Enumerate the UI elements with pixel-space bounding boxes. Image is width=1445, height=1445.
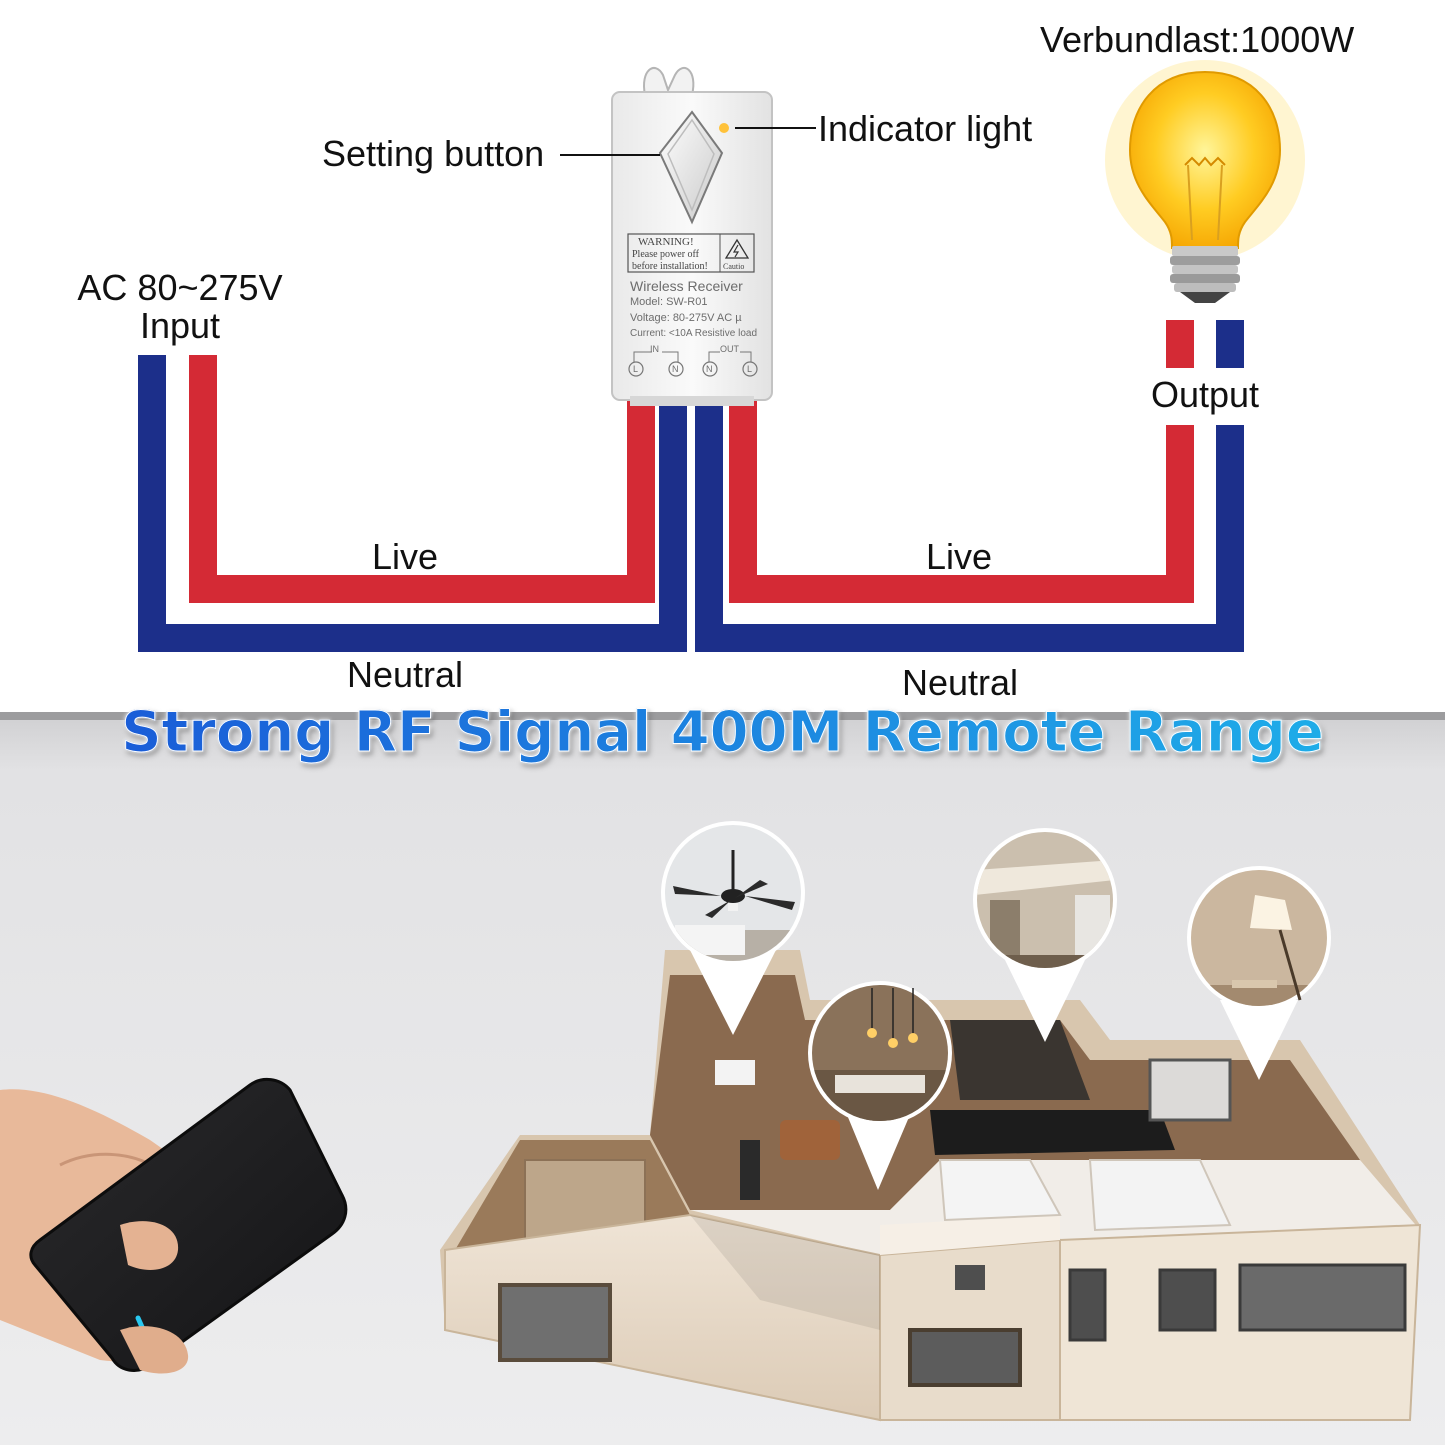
load-rating-label: Verbundlast:1000W — [1040, 19, 1355, 60]
receiver-name: Wireless Receiver — [630, 278, 743, 294]
room-pin-ceiling-light — [973, 828, 1117, 1042]
pendant-lamp-icon — [867, 988, 918, 1048]
window — [498, 1283, 612, 1362]
receiver-model: Model: SW-R01 — [630, 296, 708, 308]
terminal-label: L — [747, 364, 753, 374]
fan-icon — [673, 850, 795, 918]
neutral-label-left: Neutral — [346, 654, 464, 695]
live-wire-right — [729, 400, 1194, 603]
receiver-in-label: IN — [650, 344, 659, 354]
terminal-label: N — [706, 364, 713, 374]
input-label: Input — [139, 305, 221, 346]
live-wire-left — [189, 355, 655, 603]
warning-triangle-icon — [724, 238, 750, 259]
remote-body — [29, 1077, 348, 1372]
neutral-label-right: Neutral — [901, 662, 1019, 703]
window — [908, 1328, 1022, 1387]
receiver-warning-line2: before installation! — [632, 261, 708, 272]
indicator-light-label: Indicator light — [818, 108, 1033, 149]
house-cutaway — [440, 950, 1422, 1422]
setting-button — [658, 110, 724, 225]
receiver-warning-title: WARNING! — [638, 236, 694, 248]
live-label-right: Live — [925, 536, 993, 577]
headline-banner: Strong RF Signal 400M Remote Range — [0, 700, 1445, 766]
terminal-in-n — [668, 361, 684, 377]
warning-box — [627, 233, 755, 273]
light-bulb-icon — [1105, 60, 1305, 303]
window — [1158, 1268, 1217, 1332]
room-pin-pendant-lights — [808, 981, 952, 1190]
input-voltage-label: AC 80~275V — [77, 267, 283, 308]
indicator-led — [719, 123, 729, 133]
terminal-out-l — [742, 361, 758, 377]
neutral-wire-left — [138, 355, 687, 652]
neutral-wire-right — [695, 400, 1244, 652]
terminal-label: L — [633, 364, 639, 374]
terminal-out-n — [702, 361, 718, 377]
wiring-diagram — [138, 320, 1244, 652]
receiver-out-label: OUT — [720, 344, 739, 354]
terminal-in-l — [628, 361, 644, 377]
mounting-clip — [643, 67, 695, 96]
table-lamp-icon — [1232, 895, 1302, 1001]
live-label-left: Live — [371, 536, 439, 577]
room-pin-table-lamp — [1187, 866, 1331, 1080]
receiver-voltage: Voltage: 80-275V AC µ — [630, 312, 742, 324]
window — [1068, 1268, 1107, 1342]
window — [1238, 1263, 1407, 1332]
thumb — [120, 1221, 179, 1270]
remote-control-icon — [0, 1077, 348, 1374]
receiver-current: Current: <10A Resistive load — [630, 328, 758, 339]
receiver-caution: Cautio — [723, 262, 745, 271]
terminal-label: N — [672, 364, 679, 374]
output-label: Output — [1120, 377, 1290, 413]
receiver-warning-line1: Please power off — [632, 249, 700, 260]
floor-edge — [0, 712, 1445, 720]
setting-button-label: Setting button — [322, 133, 545, 174]
wireless-receiver — [611, 67, 773, 406]
